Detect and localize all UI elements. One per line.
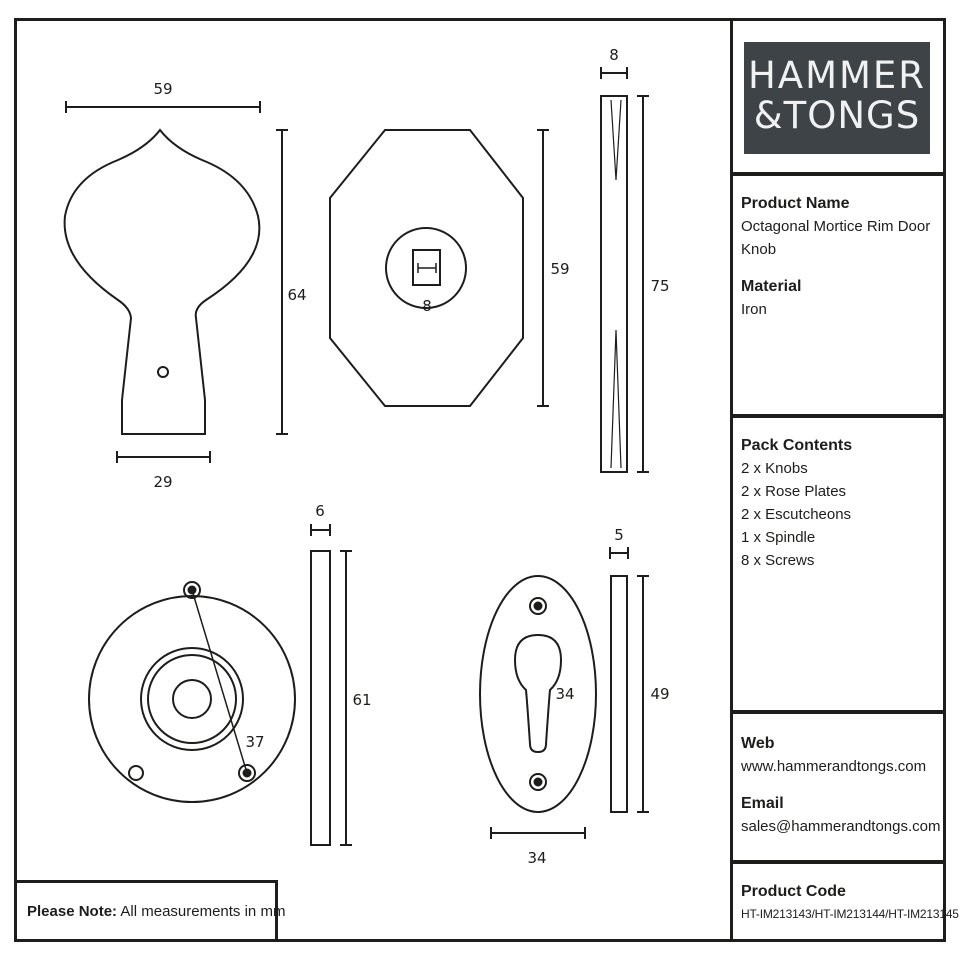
material-value: Iron (741, 301, 767, 318)
octagon-top-view (329, 129, 524, 407)
knob-front-view (63, 128, 261, 435)
screw-hole-top (183, 581, 201, 599)
octagon-boss-circle (385, 227, 467, 309)
spindle-side-view (600, 95, 628, 473)
escutcheon-height-label: 49 (650, 685, 669, 703)
panel-divider (730, 710, 946, 714)
product-name-value: Octagonal Mortice Rim Door Knob (741, 218, 931, 258)
spindle-width-dimension-line (600, 67, 628, 79)
pack-contents-item: 2 x Escutcheons (741, 506, 852, 523)
octagon-height-label: 59 (550, 260, 569, 278)
keyhole-height-label: 34 (555, 685, 574, 703)
escutcheon-thickness-dimension-line (609, 547, 629, 559)
product-code-section: Product Code HT-IM213143/HT-IM213144/HT-… (741, 880, 959, 926)
spindle-hole-label: 8 (422, 297, 432, 315)
logo-text-line1: HAMMER (747, 54, 927, 97)
escutcheon-width-dimension-line (490, 827, 586, 839)
escutcheon-width-label: 34 (527, 849, 546, 867)
knob-neck-width-label: 29 (153, 473, 172, 491)
escutcheon-thickness-label: 5 (614, 526, 624, 544)
panel-divider (730, 172, 946, 176)
rose-thickness-label: 6 (315, 502, 325, 520)
web-link[interactable]: www.hammerandtongs.com (741, 758, 927, 775)
keyhole (513, 633, 563, 754)
knob-side-width-label: 8 (609, 46, 619, 64)
escutcheon-front-view (479, 575, 597, 813)
note-text: All measurements in mm (120, 903, 286, 920)
product-code-label: Product Code (741, 883, 846, 900)
escutcheon-screw-top (529, 597, 547, 615)
knob-width-dimension-line (65, 101, 261, 113)
knob-height-label: 64 (287, 286, 306, 304)
escutcheon-screw-bottom (529, 773, 547, 791)
spindle-square-hole (412, 249, 441, 286)
knob-width-label: 59 (153, 80, 172, 98)
product-info-section: Product Name Octagonal Mortice Rim Door … (741, 192, 941, 321)
rose-hole-spacing-label: 37 (245, 733, 264, 751)
email-link[interactable]: sales@hammerandtongs.com (741, 818, 941, 835)
note-label: Please Note: (27, 903, 118, 920)
rose-height-dimension-line (340, 550, 352, 846)
spare-hole (128, 765, 144, 781)
spindle-height-dimension-line (637, 95, 649, 473)
pack-contents-item: 8 x Screws (741, 552, 815, 569)
brand-logo: HAMMER &TONGS (744, 42, 930, 154)
screw-hole-bottom (238, 764, 256, 782)
contact-section: Web www.hammerandtongs.com Email sales@h… (741, 732, 941, 838)
set-screw-hole (157, 366, 169, 378)
escutcheon-side-view (610, 575, 628, 813)
info-panel (730, 18, 946, 942)
rose-height-label: 61 (352, 691, 371, 709)
material-label: Material (741, 278, 802, 295)
pack-contents-section: Pack Contents 2 x Knobs 2 x Rose Plates … (741, 434, 941, 572)
product-name-label: Product Name (741, 195, 850, 212)
email-label: Email (741, 795, 784, 812)
pack-contents-item: 2 x Knobs (741, 460, 808, 477)
rose-plate-front-view (88, 581, 296, 803)
product-code-value: HT-IM213143/HT-IM213144/HT-IM213145 (741, 907, 959, 921)
drawing-frame (14, 18, 946, 942)
web-label: Web (741, 735, 775, 752)
pack-contents-item: 2 x Rose Plates (741, 483, 847, 500)
panel-divider (730, 860, 946, 864)
logo-text-line2: &TONGS (753, 94, 921, 137)
knob-height-dimension-line (276, 129, 288, 435)
panel-divider (730, 414, 946, 418)
pack-contents-item: 1 x Spindle (741, 529, 816, 546)
rose-thickness-dimension-line (310, 524, 331, 536)
rose-side-view (310, 550, 331, 846)
knob-neck-dimension-line (116, 451, 211, 463)
measurement-note: Please Note: All measurements in mm (14, 880, 285, 942)
escutcheon-height-dimension-line (637, 575, 649, 813)
pack-contents-label: Pack Contents (741, 437, 853, 454)
knob-side-height-label: 75 (650, 277, 669, 295)
octagon-height-dimension-line (537, 129, 549, 407)
